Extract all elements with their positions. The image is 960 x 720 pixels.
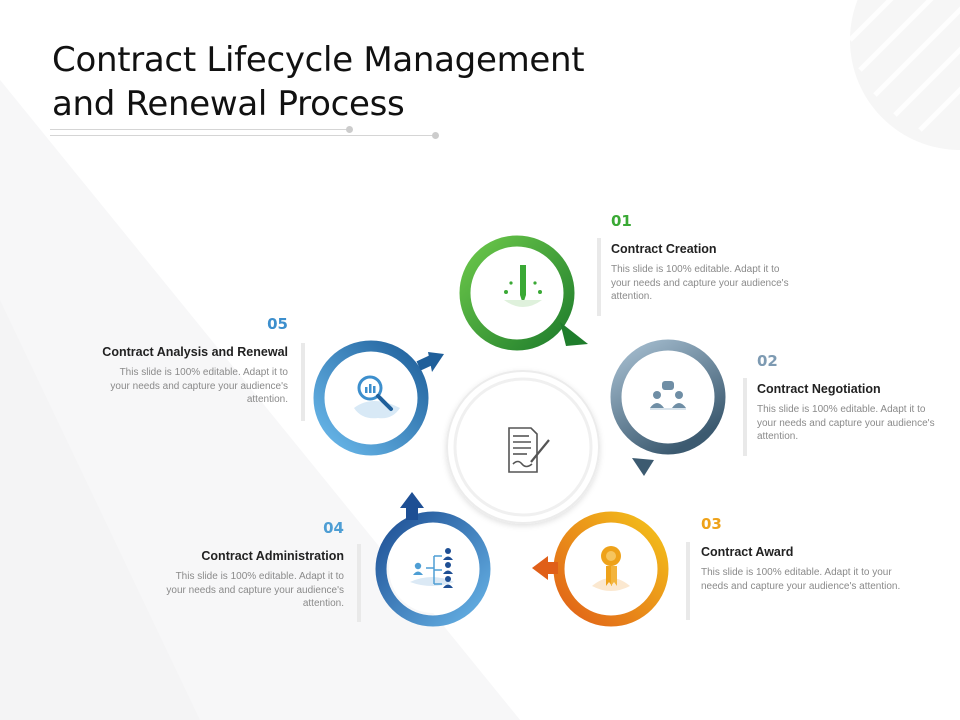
- title-line-1: Contract Lifecycle Management: [52, 40, 585, 80]
- step-5-heading: Contract Analysis and Renewal: [102, 345, 288, 359]
- step-3-divider: [686, 542, 690, 620]
- title-line-2: and Renewal Process: [52, 84, 405, 124]
- step-2-divider: [743, 378, 747, 456]
- step-1-description: This slide is 100% editable. Adapt it to…: [611, 264, 789, 302]
- negotiation-people-icon: [650, 381, 686, 410]
- center-hub: [446, 370, 600, 524]
- step-4-divider: [357, 544, 361, 622]
- title-underline-dot: [346, 126, 353, 133]
- title-underline-secondary-dot: [432, 132, 439, 139]
- step-1-number: 01: [611, 212, 632, 230]
- step-2-description: This slide is 100% editable. Adapt it to…: [757, 404, 935, 442]
- step-3-description: This slide is 100% editable. Adapt it to…: [701, 567, 901, 592]
- step-3-ring: [532, 511, 669, 627]
- step-1-ring: [459, 235, 588, 351]
- step-4-text: 04 Contract Administration This slide is…: [154, 519, 344, 611]
- step-1-heading: Contract Creation: [611, 242, 717, 256]
- slide-title: Contract Lifecycle Management and Renewa…: [52, 38, 585, 126]
- step-4-heading: Contract Administration: [201, 549, 344, 563]
- step-2-number: 02: [757, 352, 778, 370]
- step-5-description: This slide is 100% editable. Adapt it to…: [110, 367, 288, 405]
- step-4-ring: [375, 492, 491, 627]
- step-2-ring: [610, 339, 726, 476]
- step-5-ring: [313, 340, 444, 456]
- step-2-text: 02 Contract Negotiation This slide is 10…: [757, 352, 937, 444]
- step-5-divider: [301, 343, 305, 421]
- title-underline: [50, 129, 350, 130]
- title-underline-secondary: [50, 135, 436, 136]
- contract-signing-icon: [508, 427, 550, 473]
- step-3-text: 03 Contract Award This slide is 100% edi…: [701, 515, 901, 593]
- step-4-description: This slide is 100% editable. Adapt it to…: [166, 571, 344, 609]
- step-3-number: 03: [701, 515, 722, 533]
- step-3-heading: Contract Award: [701, 545, 794, 559]
- step-2-heading: Contract Negotiation: [757, 382, 881, 396]
- step-5-text: 05 Contract Analysis and Renewal This sl…: [62, 315, 288, 407]
- step-1-divider: [597, 238, 601, 316]
- org-chart-icon: [410, 548, 454, 588]
- magnify-chart-icon: [354, 375, 400, 419]
- step-4-number: 04: [323, 519, 344, 537]
- step-1-text: 01 Contract Creation This slide is 100% …: [611, 212, 791, 304]
- step-5-number: 05: [267, 315, 288, 333]
- award-ribbon-icon: [592, 546, 630, 591]
- pencil-icon: [504, 265, 542, 307]
